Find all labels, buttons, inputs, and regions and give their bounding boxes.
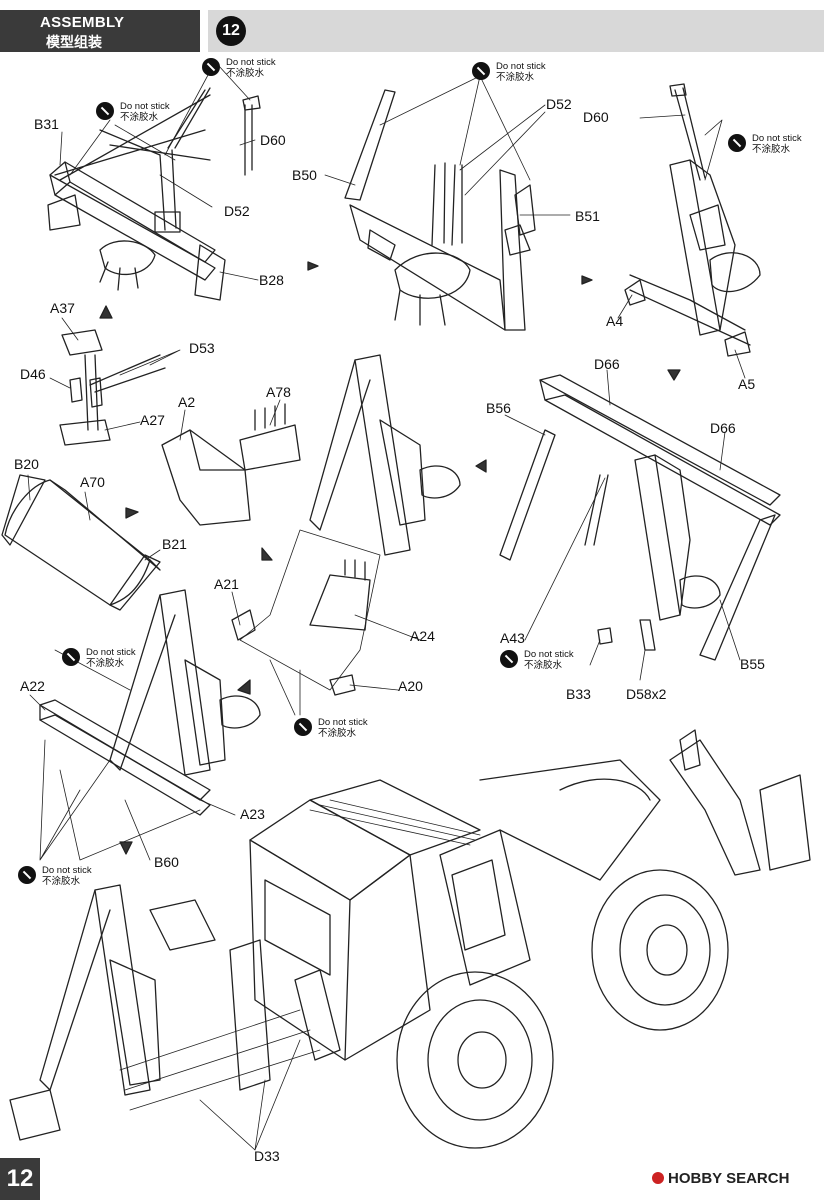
subassembly-boom-3 [231,354,461,696]
arrow-icon [237,679,251,695]
label-B20: B20 [14,456,39,472]
label-B55: B55 [740,656,765,672]
page-number: 12 [0,1158,40,1200]
arrow-icon [667,369,681,381]
no-glue-icon [500,650,518,668]
no-glue-icon [472,62,490,80]
linkage-parts [59,329,166,446]
watermark: HOBBY SEARCH [652,1170,789,1187]
watermark-logo-icon [652,1172,664,1184]
page-header: ASSEMBLY 模型组装 12 [0,0,824,52]
label-A5: A5 [738,376,756,392]
step-number: 12 [216,16,246,46]
label-B33: B33 [566,686,591,702]
label-D60-right: D60 [583,109,609,125]
section-title-en: ASSEMBLY [40,14,125,31]
label-A4: A4 [606,313,624,329]
arrow-icon [125,507,139,519]
subassembly-frame-1 [47,87,261,301]
label-B50: B50 [292,167,317,183]
label-B56: B56 [486,400,511,416]
label-D66-right: D66 [710,420,736,436]
label-D66-top: D66 [594,356,620,372]
label-B60: B60 [154,854,179,870]
subassembly-boom-2 [624,83,761,357]
no-glue-icon [18,866,36,884]
label-D53: D53 [189,340,215,356]
label-D52-mid: D52 [546,96,572,112]
label-D60-left: D60 [260,132,286,148]
label-A70: A70 [80,474,105,490]
arrow-icon [581,275,593,285]
label-A78: A78 [266,384,291,400]
label-B28: B28 [259,272,284,288]
label-B31: B31 [34,116,59,132]
subassembly-boom-5 [39,589,261,861]
label-A23: A23 [240,806,265,822]
label-D46: D46 [20,366,46,382]
label-A21: A21 [214,576,239,592]
label-A43: A43 [500,630,525,646]
label-A24: A24 [410,628,435,644]
arrow-icon [119,841,133,855]
no-glue-icon [202,58,220,76]
bucket-shell [1,474,161,611]
leader-lines [27,61,746,1151]
arrow-icon [261,547,273,561]
label-A37: A37 [50,300,75,316]
subassembly-boom-4 [499,374,781,661]
label-D58: D58x2 [626,686,667,702]
no-glue-icon [294,718,312,736]
label-A2: A2 [178,394,196,410]
label-B51: B51 [575,208,600,224]
label-D52-left: D52 [224,203,250,219]
label-A20: A20 [398,678,423,694]
label-D33: D33 [254,1148,280,1164]
section-title-box: ASSEMBLY 模型组装 [0,10,200,52]
subassembly-boom-1 [344,89,536,331]
section-title-cn: 模型组装 [46,34,102,50]
header-band [208,10,824,52]
no-glue-icon [62,648,80,666]
no-glue-icon [96,102,114,120]
no-glue-icon [728,134,746,152]
label-A27: A27 [140,412,165,428]
arrow-icon [99,305,113,319]
vehicle [9,729,811,1149]
arrow-icon [307,261,319,271]
arrow-icon [475,459,487,473]
label-A22: A22 [20,678,45,694]
label-B21: B21 [162,536,187,552]
bucket-parts [161,403,301,526]
